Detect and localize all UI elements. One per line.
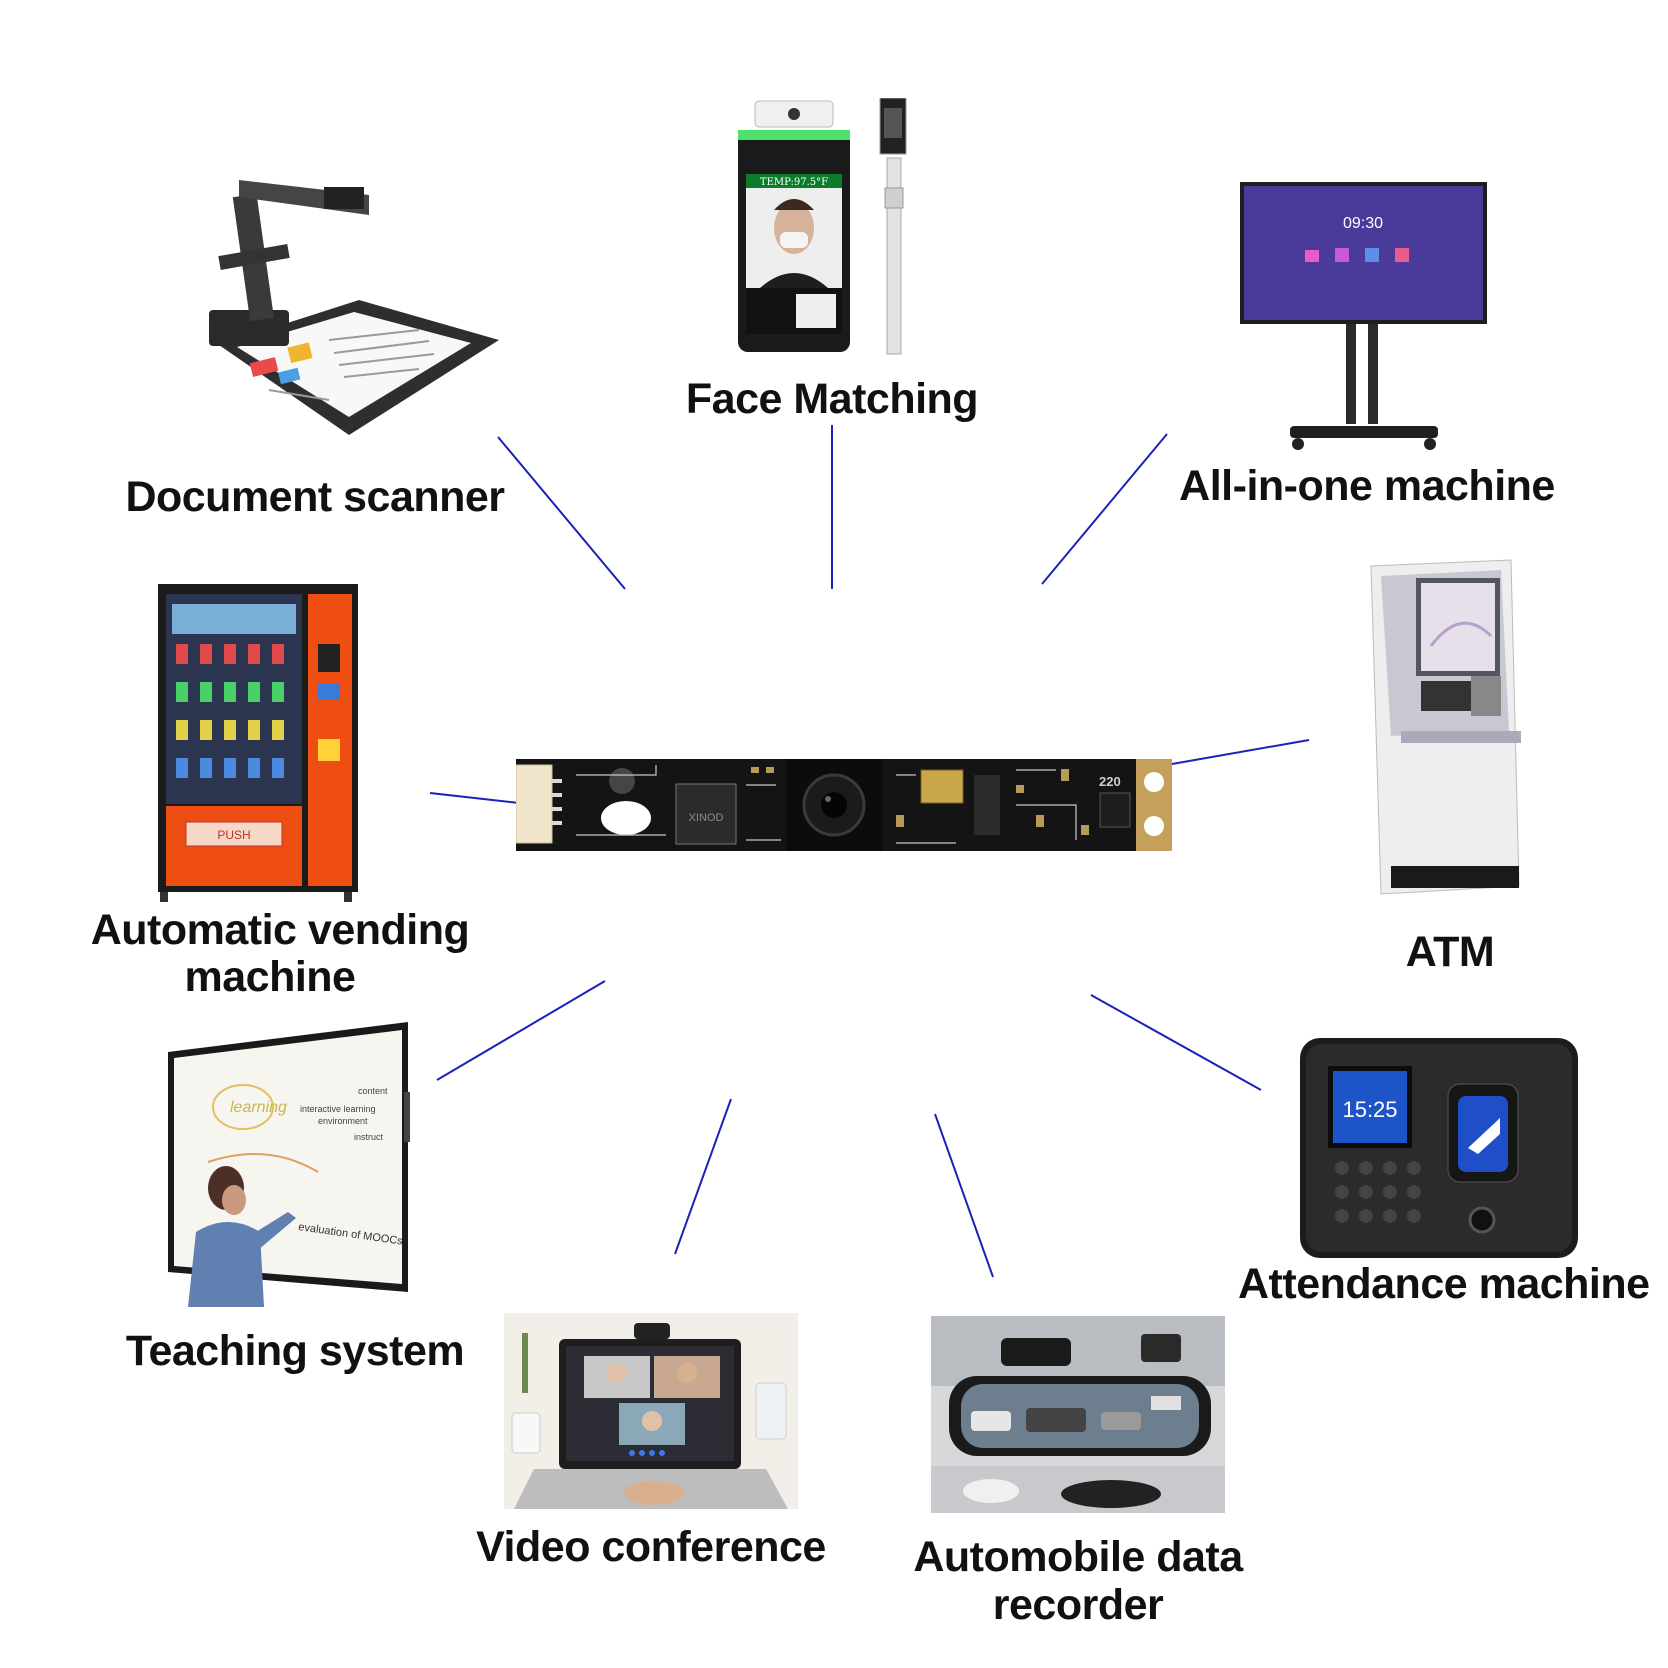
board-chip-text: XINOD [689,812,724,824]
attendance-time-text: 15:25 [1342,1097,1397,1122]
label-document-scanner: Document scanner [125,473,505,521]
automobile-recorder-image [931,1316,1225,1513]
connector-attendance [1090,994,1262,1091]
connector-video-conference [674,1098,732,1255]
connector-atm [1171,739,1310,765]
document-scanner-image [179,165,504,455]
connector-teaching [436,980,606,1081]
connector-all-in-one [1041,433,1168,585]
camera-module-board: XINOD 220 [516,755,1172,855]
whiteboard-content-text: content [358,1086,388,1096]
label-all-in-one-machine: All-in-one machine [1179,462,1555,510]
connector-document-scanner [497,436,626,590]
whiteboard-line-1: interactive learning [300,1104,376,1114]
all-in-one-machine-image: 09:30 [1240,182,1487,454]
attendance-machine-image: 15:25 [1300,1038,1578,1265]
face-temp-text: TEMP:97.5°F [760,177,828,188]
teaching-system-image: learning interactive learning environmen… [168,1022,413,1307]
label-face-matching: Face Matching [685,375,979,423]
whiteboard-line-2: environment [318,1116,368,1126]
atm-image [1361,556,1523,896]
connector-recorder [934,1113,994,1278]
vending-machine-image: PUSH [158,584,358,902]
whiteboard-word-text: learning [230,1099,287,1116]
face-matching-image: TEMP:97.5°F [730,98,930,360]
whiteboard-instruct-text: instruct [354,1132,384,1142]
label-attendance-machine: Attendance machine [1238,1260,1650,1308]
connector-vending [429,792,520,804]
video-conference-image [504,1313,798,1509]
label-recorder-line-1: Automobile data [913,1533,1243,1581]
module-code-text: 220 [1099,774,1121,789]
vending-push-text: PUSH [217,828,250,842]
label-vending-line-2: machine [184,953,356,1001]
label-atm: ATM [1405,928,1495,976]
label-teaching-system: Teaching system [125,1327,465,1375]
label-video-conference: Video conference [476,1523,826,1571]
label-vending-line-1: Automatic vending [90,906,470,954]
aio-time-text: 09:30 [1343,215,1383,232]
label-recorder-line-2: recorder [992,1581,1164,1629]
